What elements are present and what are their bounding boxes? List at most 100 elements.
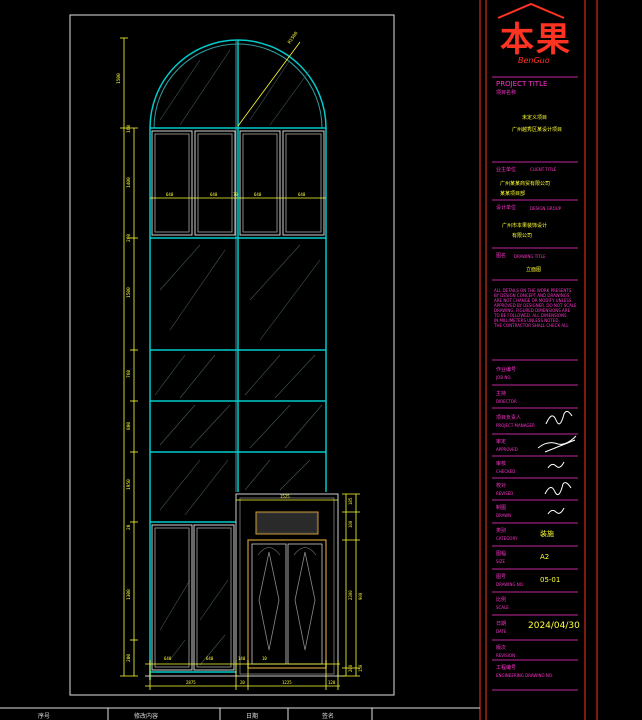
- project-title-line2: 广州越秀区某设计项目: [512, 127, 563, 133]
- dim-right-0: 185: [348, 497, 353, 505]
- dim-right-2: 2300: [348, 590, 353, 600]
- category-value: 装施: [540, 530, 554, 538]
- logo-roof-icon: [497, 2, 565, 19]
- dim-left-5: 760: [126, 370, 132, 378]
- client-cn: 业主单位: [496, 167, 517, 173]
- project-title-cn: 项目名称: [496, 90, 517, 96]
- note-line: ARE NOT CHANGE OR MODIFY UNLESS: [494, 298, 572, 303]
- dim-left-3: 200: [126, 234, 132, 242]
- row-label-en: CATEGORY: [496, 536, 518, 541]
- dim-labels-bottom: 640 640 140 10 2875 20 1225 120: [164, 656, 336, 685]
- dim-labels-left: 1500 160 1400 200 1500 760 800 1950 20 1…: [116, 73, 132, 662]
- radius-leader: [237, 41, 301, 127]
- dim-right-1: 100: [348, 520, 353, 528]
- row-label-cn: 校对: [496, 483, 507, 489]
- upper-sashes: [151, 130, 325, 236]
- design-value1: 广州市本果装饰设计: [502, 223, 548, 229]
- row-label-cn: 类别: [496, 528, 507, 534]
- dim-labels-mid: 640 640 70 640 640: [166, 192, 306, 197]
- row-label-cn: 项目负责人: [496, 415, 522, 421]
- row-label-en: REVISION: [496, 653, 516, 658]
- row-label-en: REVISED: [496, 491, 514, 496]
- row-label-en: DATE: [496, 629, 507, 634]
- dim-left-7: 1950: [126, 479, 132, 490]
- drawing-no-value: 05-01: [540, 576, 561, 584]
- dim-left-9: 1300: [126, 589, 132, 600]
- signature-scribbles: [537, 410, 577, 515]
- row-label-en: SCALE: [496, 605, 509, 610]
- dim-mid-1: 640: [210, 192, 218, 197]
- dim-bottom-0: 640: [164, 656, 172, 661]
- note-line: APPROVED BY DESIGNER. DO NOT SCALE: [494, 303, 577, 308]
- dim-right-3: 900: [358, 592, 363, 600]
- dim-bottom-1: 640: [206, 656, 214, 661]
- notes-block: ALL DETAILS ON THE WORK PRESENTS BY DESI…: [494, 288, 578, 328]
- dim-left-4: 1500: [126, 287, 132, 298]
- glass-hatch: [154, 49, 323, 666]
- row-label-en: DRAWN: [496, 513, 512, 518]
- dim-left-0: 1500: [116, 73, 122, 84]
- logo-subtitle: BenGuo: [518, 56, 550, 65]
- client-value1: 广州某某商贸有限公司: [500, 181, 551, 187]
- arched-window: [149, 39, 327, 680]
- dim-bottom-3: 10: [262, 656, 267, 661]
- drawing-title-value: 立面图: [526, 267, 542, 273]
- transoms: [150, 237, 326, 523]
- dim-bottom-4: 2875: [186, 680, 196, 685]
- drawing-title-en: DRAWING TITLE: [514, 254, 546, 259]
- row-label-en: APPROVED: [496, 447, 518, 452]
- dim-left-1: 160: [126, 125, 132, 133]
- row-label-cn: 审定: [496, 439, 507, 445]
- dim-mid-4: 640: [298, 192, 306, 197]
- bottom-strip-label: 日期: [246, 713, 259, 720]
- design-value2: 有限公司: [512, 233, 533, 239]
- note-line: BY DESIGN CONCEPT AND DRAWINGS: [494, 293, 570, 298]
- note-line: TO BE FOLLOWED. ALL DIMENSIONS: [494, 313, 567, 318]
- client-en: CLIENT TITLE: [530, 167, 557, 172]
- entrance-door: [235, 493, 339, 677]
- dim-door-top: 1525: [280, 494, 290, 499]
- dim-left-2: 1400: [126, 177, 132, 188]
- design-cn: 设计单位: [496, 205, 517, 211]
- title-block-lines: [492, 76, 578, 691]
- dim-right-4: 200: [348, 664, 353, 672]
- dim-bottom-7: 120: [328, 680, 336, 685]
- row-label-cn: 工程编号: [496, 665, 517, 671]
- dim-radius: R1500: [287, 30, 300, 45]
- right-dim-line: [342, 493, 360, 677]
- project-title-line1: 未定义项目: [522, 115, 548, 121]
- row-label-en: DRAWING NO.: [496, 582, 524, 587]
- project-title-en: PROJECT TITLE: [496, 80, 548, 88]
- dim-bottom-2: 140: [238, 656, 246, 661]
- dim-mid-0: 640: [166, 192, 174, 197]
- row-label-cn: 审核: [496, 461, 507, 467]
- dim-mid-3: 640: [254, 192, 262, 197]
- dim-labels-right: 185 100 2300 900 200 150: [348, 497, 363, 672]
- dim-bottom-6: 1225: [282, 680, 292, 685]
- dim-left-10: 200: [126, 654, 132, 662]
- row-label-en: JOB NO.: [496, 375, 512, 380]
- note-line: ALL DETAILS ON THE WORK PRESENTS: [494, 288, 572, 293]
- note-line: THE CONTRACTOR SHALL CHECK ALL: [494, 323, 569, 328]
- row-label-cn: 版次: [496, 645, 507, 651]
- design-en: DESIGN GROUP: [530, 206, 562, 211]
- bottom-strip-label: 序号: [38, 713, 51, 720]
- size-value: A2: [540, 553, 550, 561]
- bottom-strip-label: 签名: [322, 713, 335, 720]
- lower-casement: [150, 524, 236, 673]
- row-label-en: DIRECTOR: [496, 399, 517, 404]
- drawing-frame: [69, 14, 395, 696]
- dim-mid-2: 70: [233, 192, 238, 197]
- logo-mark: 本果: [500, 20, 572, 60]
- row-label-en: CHECKED: [496, 469, 516, 474]
- bottom-strip: [107, 708, 373, 720]
- left-dim-line: [120, 37, 138, 677]
- row-label-cn: 比例: [496, 597, 507, 603]
- row-label-cn: 图号: [496, 574, 507, 580]
- row-label-en: PROJECT MANAGER: [496, 423, 535, 428]
- dim-right-5: 150: [358, 664, 363, 672]
- row-label-cn: 图幅: [496, 551, 507, 557]
- drawing-title-cn: 图名: [496, 253, 507, 259]
- row-label-cn: 制图: [496, 505, 507, 511]
